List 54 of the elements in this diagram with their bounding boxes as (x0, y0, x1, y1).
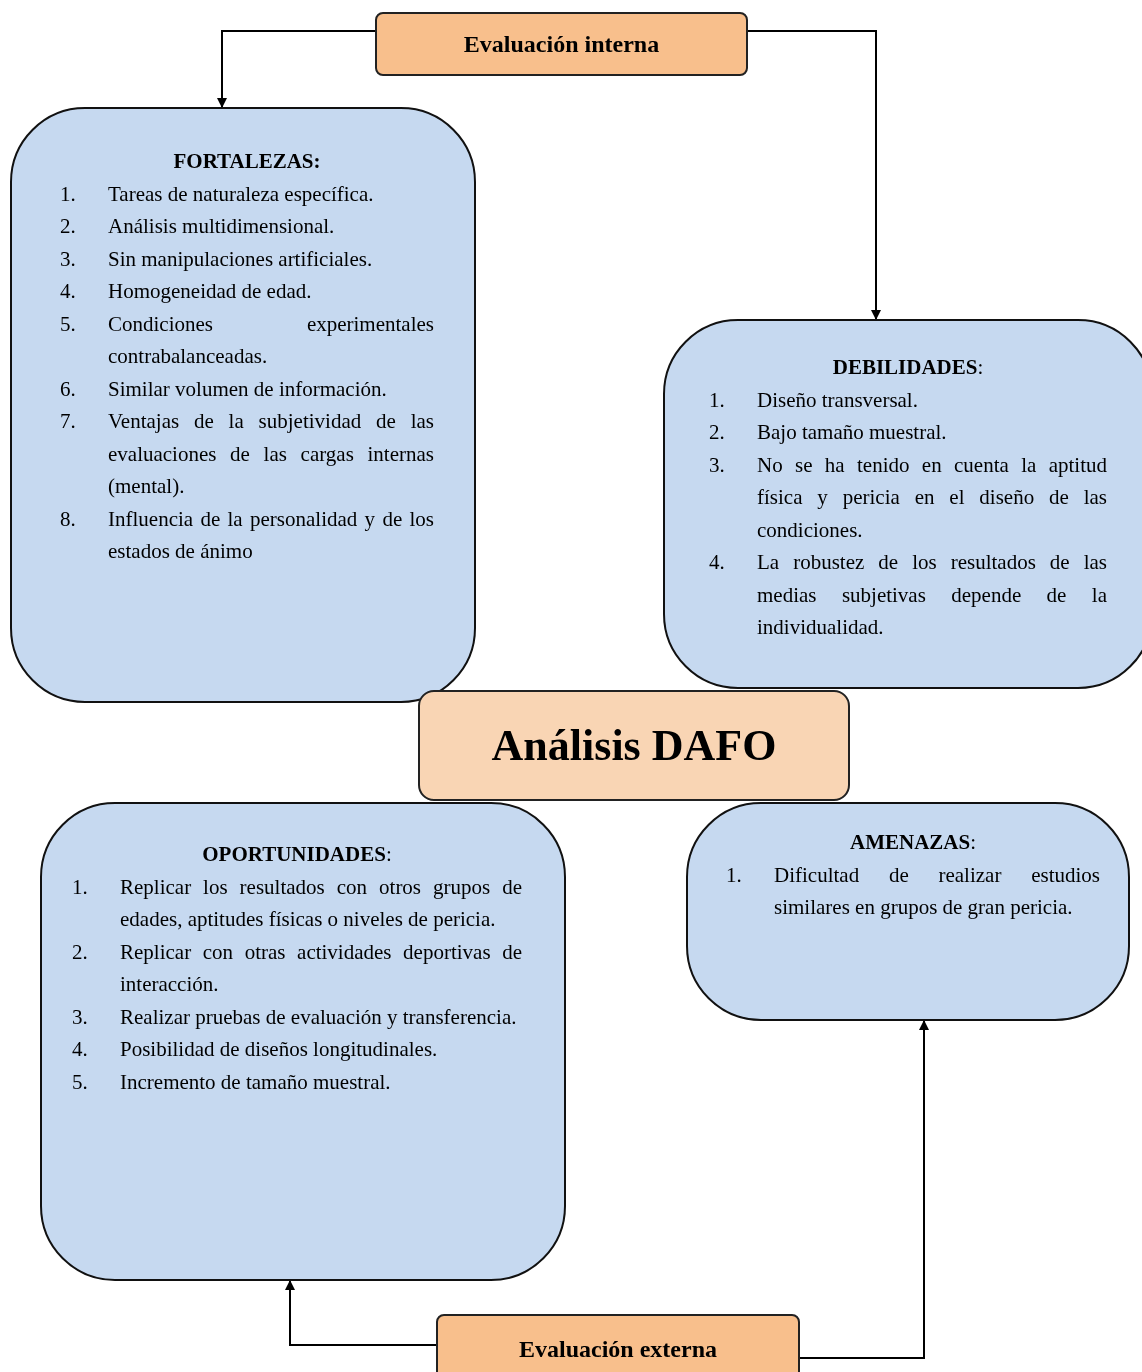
list-item-text: Similar volumen de información. (108, 375, 388, 403)
list-number: 1. (60, 180, 77, 208)
list-number: 3. (709, 451, 726, 479)
list-number: 1. (709, 386, 726, 414)
list-item-text: Influencia de la personalidad y de los estados de ánimo (108, 505, 434, 565)
list-item-text: Análisis multidimensional. (108, 213, 336, 240)
list-item-text: Sin manipulaciones artificiales. (108, 245, 374, 273)
list-number: 4. (72, 1036, 89, 1063)
box-label: Análisis DAFO (491, 719, 777, 772)
arrow (285, 1280, 437, 1346)
list-number: 5. (72, 1068, 89, 1096)
list-card (686, 802, 1130, 1021)
list-item-text: Bajo tamaño muestral. (757, 419, 948, 446)
list-number: 6. (60, 375, 77, 403)
card-heading: OPORTUNIDADES: (201, 841, 393, 868)
list-item-text: No se ha tenido en cuenta la aptitud física y pericia en el diseño de las condiciones. (757, 451, 1107, 544)
list-item-text: Replicar con otras actividades deportivas de interacción. (120, 938, 522, 998)
list-item-text: Realizar pruebas de evaluación y transferencia. (120, 1003, 518, 1031)
list-card (10, 107, 476, 703)
list-item-text: Condiciones experimentales contrabalanceadas. (108, 310, 434, 370)
list-number: 4. (60, 278, 77, 305)
list-number: 2. (60, 213, 77, 240)
list-number: 2. (72, 938, 89, 966)
list-number: 7. (60, 408, 77, 435)
list-card (40, 802, 566, 1281)
list-number: 1. (72, 873, 89, 901)
label-box (436, 1314, 800, 1372)
list-item-text: Tareas de naturaleza específica. (108, 180, 375, 208)
list-item-text: Homogeneidad de edad. (108, 278, 313, 305)
arrow (747, 30, 881, 320)
list-item-text: Posibilidad de diseños longitudinales. (120, 1036, 439, 1063)
list-item-text: Ventajas de la subjetividad de las evaluaciones de las cargas internas (mental). (108, 408, 434, 500)
arrow (799, 1020, 929, 1359)
list-item-text: Incremento de tamaño muestral. (120, 1068, 392, 1096)
box-label: Evaluación interna (463, 30, 660, 59)
list-item-text: La robustez de los resultados de las medias subjetivas depende de la individualidad. (757, 549, 1107, 641)
list-item-text: Replicar los resultados con otros grupos de edades, aptitudes físicas o niveles de pericia. (120, 873, 522, 933)
list-item-text: Dificultad de realizar estudios similares en grupos de gran pericia. (774, 861, 1100, 921)
card-heading: FORTALEZAS: (172, 148, 322, 175)
list-number: 4. (709, 549, 726, 576)
arrow (217, 30, 376, 108)
label-box (375, 12, 748, 76)
list-number: 5. (60, 310, 77, 338)
list-item-text: Diseño transversal. (757, 386, 919, 414)
list-number: 1. (726, 861, 743, 889)
list-number: 2. (709, 419, 726, 446)
card-heading: DEBILIDADES: (831, 354, 985, 381)
box-label: Evaluación externa (519, 1335, 717, 1364)
list-number: 8. (60, 505, 77, 533)
list-number: 3. (60, 245, 77, 273)
list-card (663, 319, 1142, 689)
card-heading: AMENAZAS: (849, 829, 977, 856)
list-number: 3. (72, 1003, 89, 1031)
title-box (418, 690, 850, 801)
